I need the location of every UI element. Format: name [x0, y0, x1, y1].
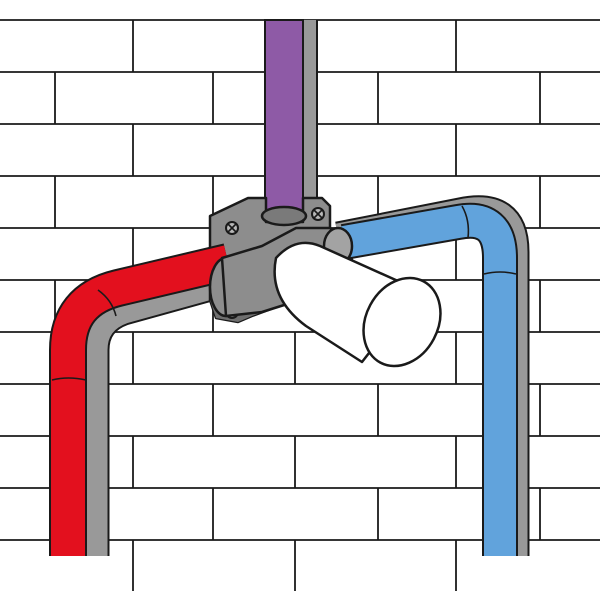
red-pipe-body [51, 245, 232, 556]
blue-pipe-body [341, 204, 516, 556]
screw-icon [225, 221, 239, 235]
left-conduit [84, 272, 229, 556]
mortar-vertical-joints [54, 20, 541, 591]
screw-icon [311, 207, 325, 221]
purple-supply-pipe [264, 19, 304, 216]
white-cylinder-cap [273, 241, 442, 368]
purple-pipe-body [264, 19, 304, 216]
cap-face [362, 276, 442, 368]
blue-cold-water-pipe [340, 202, 518, 556]
red-hot-water-pipe [49, 243, 233, 556]
